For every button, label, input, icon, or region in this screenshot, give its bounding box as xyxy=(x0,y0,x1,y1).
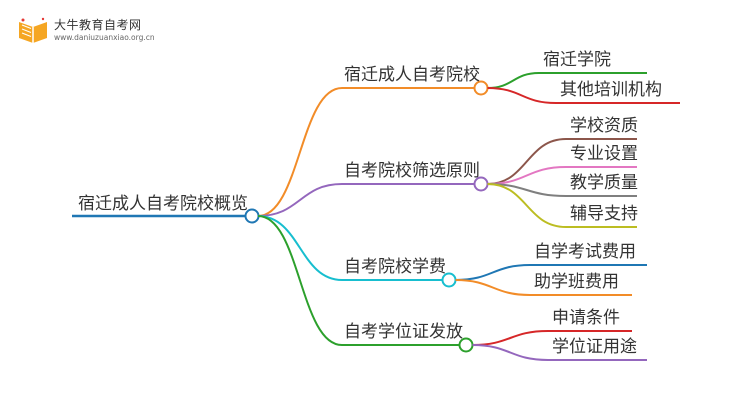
logo-url: www.daniuzuanxiao.org.cn xyxy=(54,33,155,42)
branch-label-1: 自考院校筛选原则 xyxy=(344,161,480,181)
leaf-label-0-1: 其他培训机构 xyxy=(560,80,662,100)
branch-link-3 xyxy=(257,215,343,346)
leaf-label-3-0: 申请条件 xyxy=(552,308,620,328)
leaf-label-3-1: 学位证用途 xyxy=(552,337,637,357)
leaf-label-2-1: 助学班费用 xyxy=(534,272,619,292)
leaf-label-1-0: 学校资质 xyxy=(570,116,638,136)
leaf-link-2-0 xyxy=(455,264,531,281)
leaf-link-1-0 xyxy=(487,138,567,185)
root-node-label: 宿迁成人自考院校概览 xyxy=(78,194,248,214)
leaf-label-0-0: 宿迁学院 xyxy=(543,50,611,70)
leaf-link-3-1 xyxy=(472,344,549,361)
leaf-link-0-1 xyxy=(487,87,557,104)
leaf-link-2-1 xyxy=(455,279,531,296)
site-logo[interactable]: 大牛教育自考网 www.daniuzuanxiao.org.cn xyxy=(14,14,155,48)
leaf-link-3-0 xyxy=(472,330,549,346)
branch-link-0 xyxy=(257,87,343,217)
leaf-label-1-1: 专业设置 xyxy=(570,144,638,164)
book-icon xyxy=(19,17,47,43)
leaf-link-1-3 xyxy=(487,183,567,228)
branch-label-0: 宿迁成人自考院校 xyxy=(344,65,480,85)
leaf-label-1-2: 教学质量 xyxy=(570,173,638,193)
branch-label-3: 自考学位证发放 xyxy=(344,322,463,342)
leaf-label-2-0: 自学考试费用 xyxy=(534,242,636,262)
logo-title: 大牛教育自考网 xyxy=(54,18,142,32)
branch-link-1 xyxy=(257,183,343,217)
branch-link-2 xyxy=(257,215,343,281)
branch-label-2: 自考院校学费 xyxy=(344,257,446,277)
leaf-label-1-3: 辅导支持 xyxy=(570,204,638,224)
leaf-link-0-0 xyxy=(487,72,540,89)
